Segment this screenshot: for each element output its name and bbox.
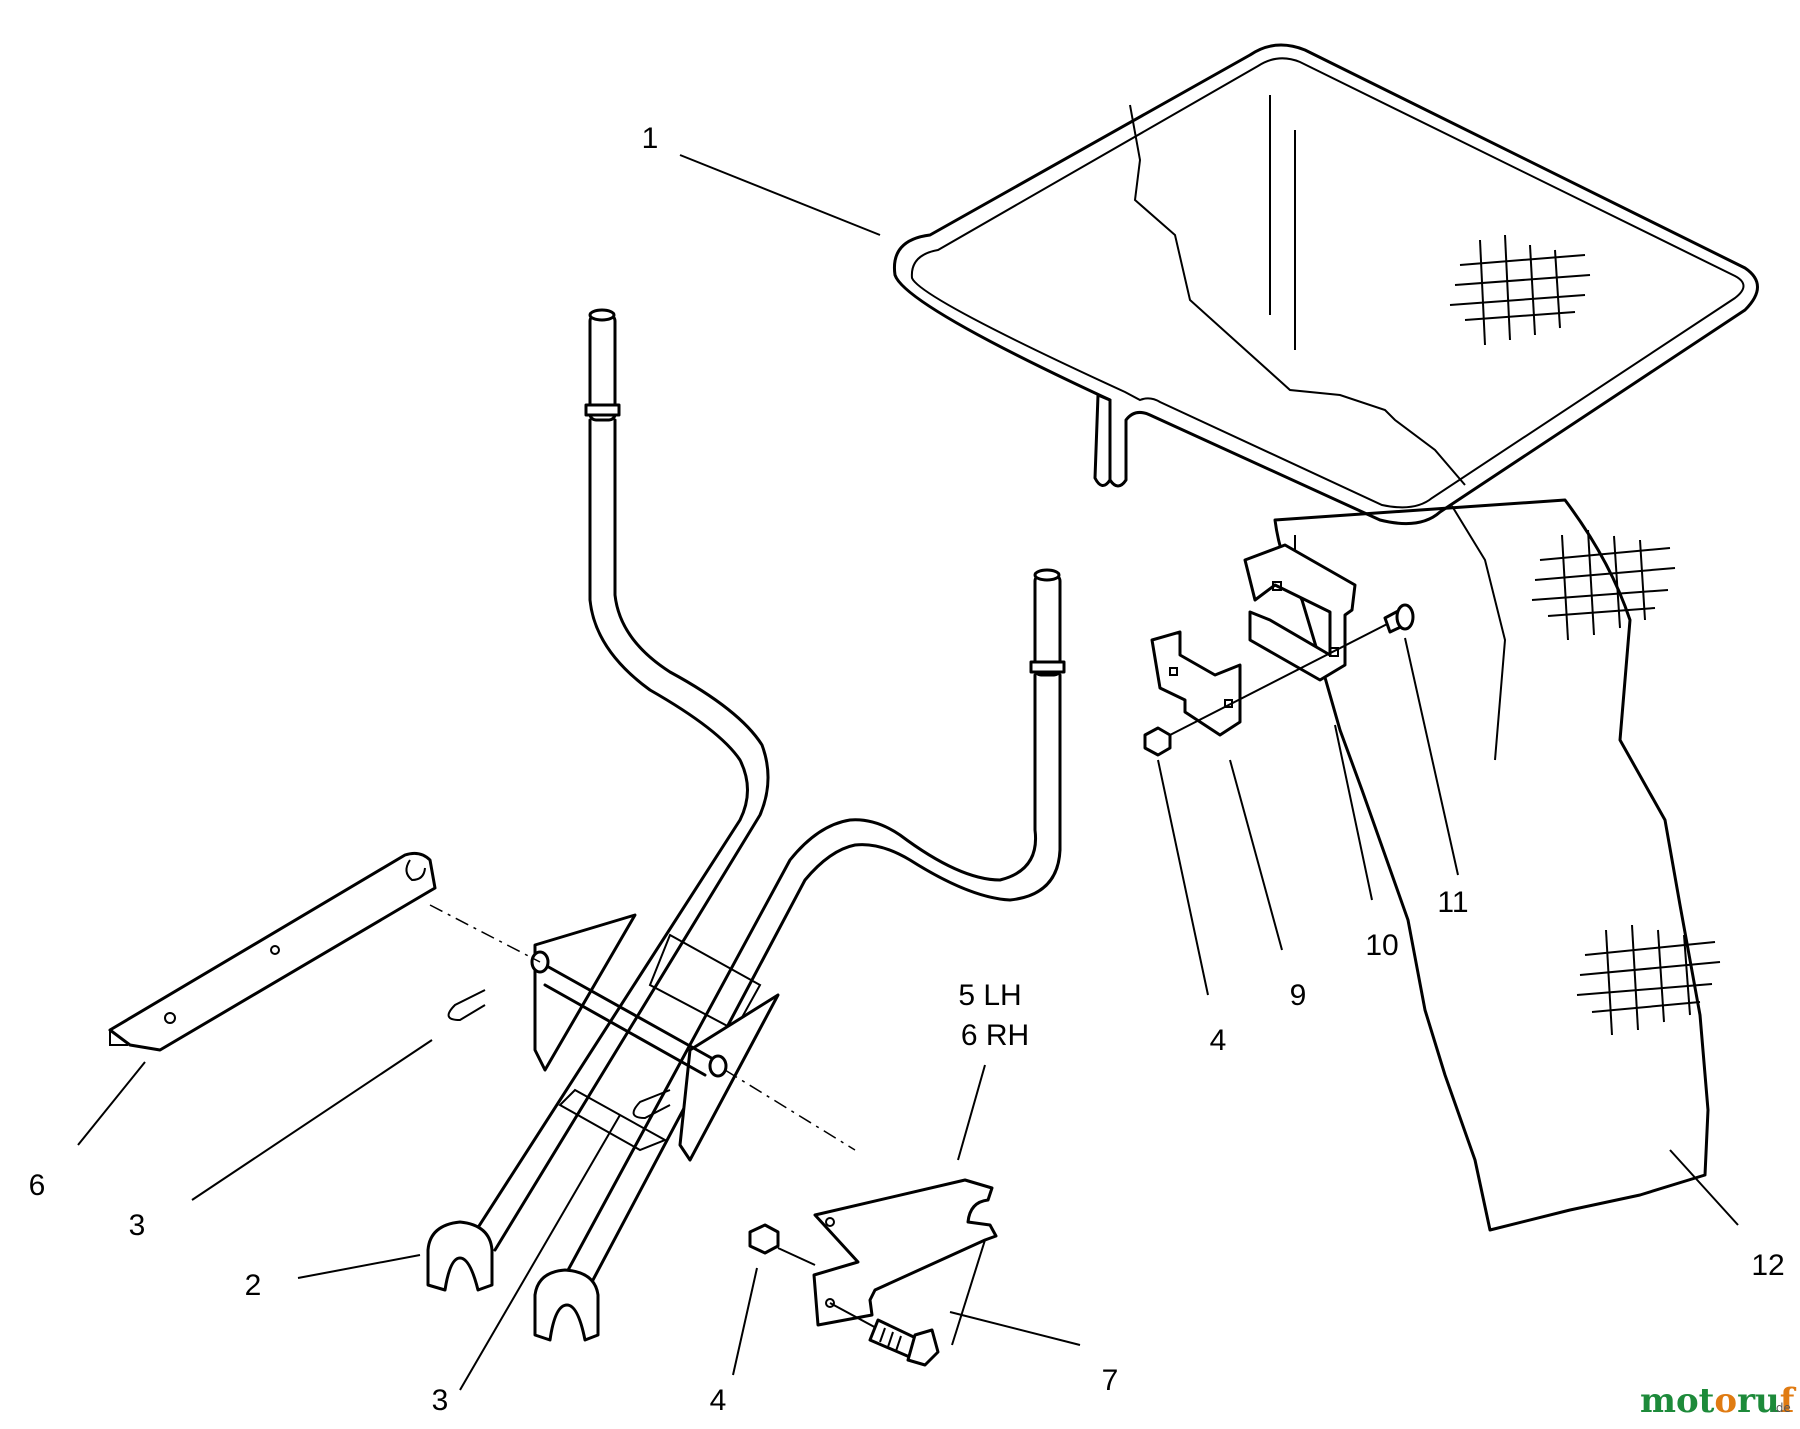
callout-6-rh: 6 RH (961, 1019, 1029, 1052)
handle-foot-left (426, 1220, 494, 1292)
callout-4-upper: 4 (1210, 1024, 1227, 1057)
callout-5-lh: 5 LH (958, 979, 1021, 1012)
lock-nut-lower (748, 1223, 780, 1255)
callout-1: 1 (642, 122, 659, 155)
brand-suffix: .de (1772, 1401, 1791, 1415)
frame-bracket-assembly (1143, 535, 1415, 757)
callout-7: 7 (1102, 1364, 1119, 1397)
hairpin-clip-lower (632, 1089, 671, 1120)
hex-bolt (868, 1318, 940, 1367)
brand-watermark: motoruf .de (1640, 1381, 1797, 1421)
svg-text:motoruf: motoruf (1640, 1381, 1797, 1421)
mesh-patch-bottom (1576, 924, 1721, 1036)
mounting-channel (1243, 543, 1357, 682)
callout-10: 10 (1365, 929, 1398, 962)
callout-3-lower: 3 (432, 1384, 449, 1417)
mesh-patch-top (1449, 234, 1591, 346)
callout-11: 11 (1437, 886, 1468, 919)
callout-4-lower: 4 (710, 1384, 727, 1417)
callout-6: 6 (29, 1169, 46, 1202)
side-plate-left (533, 913, 637, 1072)
mesh-patch-middle (1531, 529, 1676, 641)
carriage-bolt (1383, 603, 1415, 634)
grass-bag (1129, 95, 1721, 1232)
side-bracket-assembly (748, 1178, 998, 1367)
lock-nut-upper (1143, 726, 1172, 757)
callout-9: 9 (1290, 979, 1307, 1012)
callout-labels: 1 2 3 3 4 4 5 LH 6 RH 6 7 9 10 11 12 (29, 122, 1785, 1417)
leader-lines (77, 154, 1739, 1391)
bag-frame (892, 43, 1759, 526)
handle-frame (426, 308, 1066, 1342)
callout-3-upper: 3 (129, 1209, 146, 1242)
adjustment-bar (108, 851, 437, 1052)
callout-12: 12 (1751, 1249, 1784, 1282)
hairpin-clip-upper (447, 989, 486, 1022)
callout-2: 2 (245, 1269, 262, 1302)
handle-foot-right (533, 1268, 600, 1342)
side-plate-right (678, 993, 780, 1162)
frame-clip (1150, 630, 1242, 737)
